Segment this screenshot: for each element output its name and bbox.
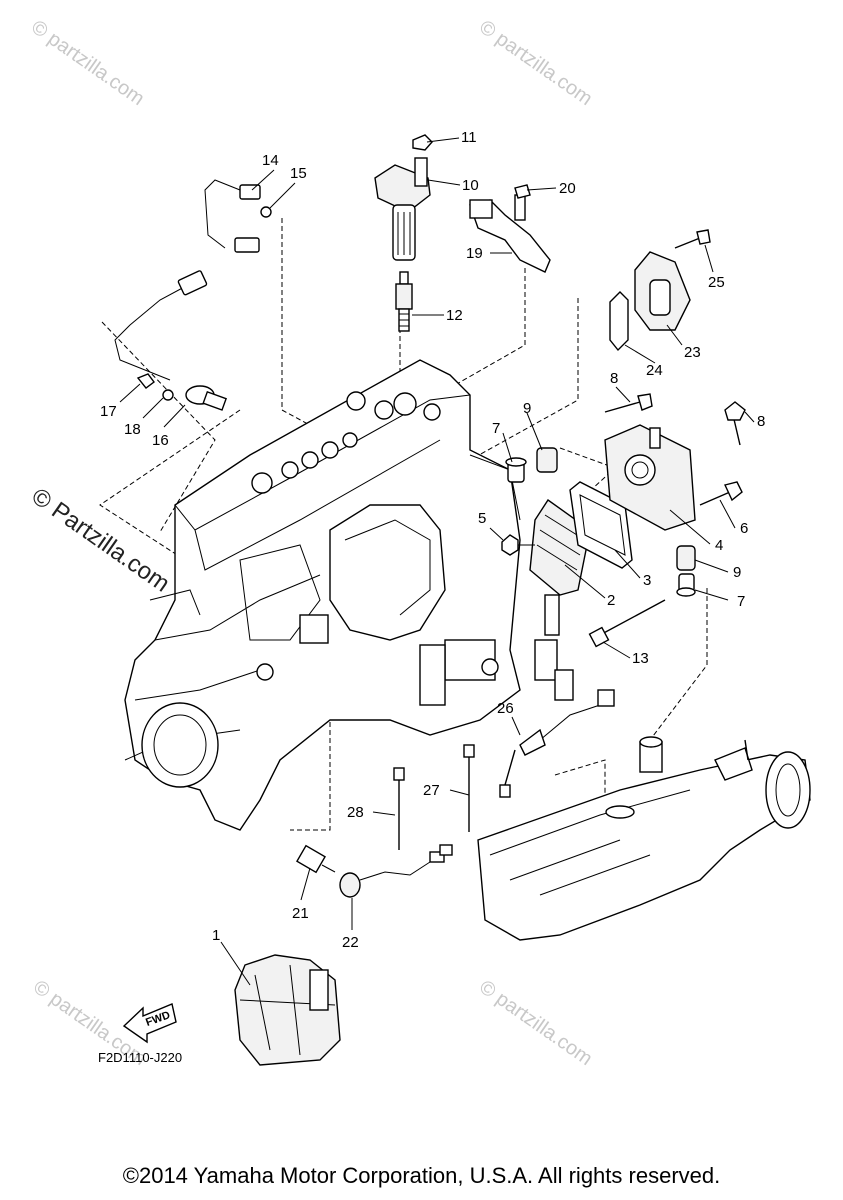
part-26-sensor	[499, 689, 615, 798]
callout-17: 17	[100, 403, 117, 420]
callout-9a: 9	[523, 400, 531, 417]
watermark-side: © Partzilla.com	[27, 483, 175, 598]
callout-25: 25	[708, 274, 725, 291]
callout-11: 11	[461, 129, 477, 146]
watermark-top-right: © partzilla.com	[475, 16, 596, 110]
callout-22: 22	[342, 934, 359, 951]
part-23-cover	[609, 229, 711, 352]
callout-26: 26	[497, 700, 514, 717]
callout-27: 27	[423, 782, 440, 799]
callout-2: 2	[607, 592, 615, 609]
callout-1: 1	[212, 927, 220, 944]
part-14-sensor	[204, 179, 272, 253]
callout-28: 28	[347, 804, 364, 821]
diagram-code: F2D1110-J220	[98, 1050, 182, 1065]
part-4-throttle-body	[604, 424, 696, 531]
callout-8b: 8	[757, 413, 765, 430]
callout-13: 13	[632, 650, 649, 667]
callout-10: 10	[462, 177, 479, 194]
callout-18: 18	[124, 421, 141, 438]
part-5-bolt	[501, 534, 535, 556]
part-7-9-grommets	[505, 447, 696, 597]
callout-21: 21	[292, 905, 309, 922]
callout-20: 20	[559, 180, 576, 197]
callout-4: 4	[715, 537, 723, 554]
callout-7a: 7	[492, 420, 500, 437]
callout-14: 14	[262, 152, 279, 169]
callout-9b: 9	[733, 564, 741, 581]
fwd-arrow: FWD	[122, 1003, 177, 1044]
callout-23: 23	[684, 344, 701, 361]
part-8-bolts	[604, 393, 746, 446]
part-21-22-sensors	[296, 844, 453, 898]
callouts: 1 2 3 4 5 6 7 7 8 8 9 9 10 11 12 13 14 1…	[100, 129, 765, 951]
callout-3: 3	[643, 572, 651, 589]
part-13-sensor	[588, 599, 666, 648]
callout-19: 19	[466, 245, 483, 262]
callout-15: 15	[290, 165, 307, 182]
callout-6: 6	[740, 520, 748, 537]
callout-5: 5	[478, 510, 486, 527]
engine-block	[124, 359, 521, 831]
part-12-spark-plug	[395, 271, 413, 332]
callout-12: 12	[446, 307, 463, 324]
copyright-notice: ©2014 Yamaha Motor Corporation, U.S.A. A…	[122, 1163, 721, 1188]
callout-16: 16	[152, 432, 169, 449]
watermark-bottom-right: © partzilla.com	[475, 976, 596, 1070]
part-1-bracket	[234, 954, 341, 1066]
callout-7b: 7	[737, 593, 745, 610]
intake-manifold	[477, 736, 811, 941]
part-10-ignition-coil	[374, 134, 433, 261]
part-19-sensor-bracket	[469, 184, 551, 273]
callout-8a: 8	[610, 370, 618, 387]
part-16-sensor	[114, 270, 228, 411]
part-6-bolt	[699, 481, 743, 506]
callout-24: 24	[646, 362, 663, 379]
watermark-top-left: © partzilla.com	[27, 16, 148, 110]
leader-lines	[119, 137, 755, 986]
